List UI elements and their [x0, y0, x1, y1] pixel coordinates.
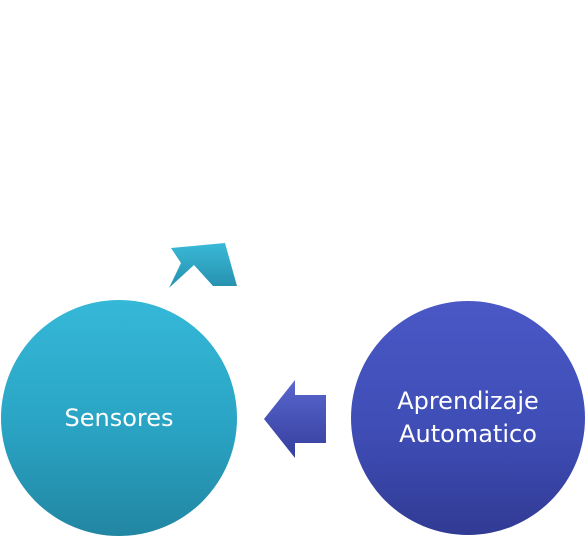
arrow-left [264, 380, 326, 458]
node-aprendizaje-automatico: Aprendizaje Automatico [351, 301, 585, 535]
arrow-up-right [169, 243, 237, 288]
node-sensores-label: Sensores [64, 403, 174, 432]
node-sensores: Sensores [1, 300, 237, 536]
node-aprendizaje-label: Aprendizaje Automatico [387, 385, 549, 451]
node-aprendizaje-line2: Automatico [399, 420, 537, 448]
node-aprendizaje-line1: Aprendizaje [397, 387, 539, 415]
